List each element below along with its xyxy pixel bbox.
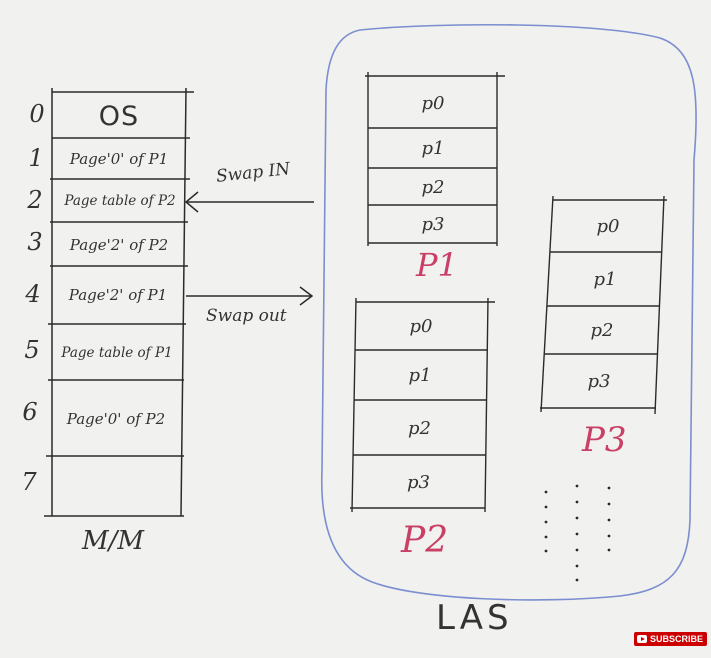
play-icon — [636, 635, 647, 643]
frame-5-content: Page table of P1 — [61, 344, 173, 361]
p1-page-1: p1 — [421, 138, 445, 159]
swap-out-label: Swap out — [206, 306, 287, 326]
frame-index-1: 1 — [28, 144, 44, 172]
swap-in-arrow — [184, 191, 314, 213]
las-boundary — [320, 23, 697, 601]
main-memory-caption: M/M — [82, 526, 145, 556]
p3-label: P3 — [582, 420, 627, 460]
frame-2-content: Page table of P2 — [64, 193, 176, 209]
more-processes-dots — [544, 484, 611, 582]
frame-index-7: 7 — [21, 468, 37, 496]
frame-4-content: Page'2' of P1 — [68, 286, 168, 304]
p3-page-1: p1 — [593, 269, 617, 290]
frame-3-content: Page'2' of P2 — [69, 235, 169, 254]
frame-index-3: 3 — [27, 228, 43, 256]
p2-page-3: p3 — [407, 471, 430, 493]
frame-index-6: 6 — [22, 398, 38, 426]
frame-index-5: 5 — [24, 336, 40, 364]
p3-page-0: p0 — [596, 216, 620, 237]
p1-page-0: p0 — [421, 92, 445, 114]
p2-grid — [350, 297, 495, 513]
subscribe-label: SUBSCRIBE — [649, 634, 703, 644]
frame-1-content: Page'0' of P1 — [69, 150, 169, 168]
p1-grid — [365, 72, 505, 246]
subscribe-button[interactable]: SUBSCRIBE — [633, 632, 707, 646]
p2-page-1: p1 — [408, 365, 432, 386]
swap-out-arrow — [186, 286, 314, 306]
frame-index-0: 0 — [29, 100, 45, 128]
p1-page-3: p3 — [421, 214, 445, 235]
p2-page-0: p0 — [409, 316, 433, 337]
p3-page-2: p2 — [590, 320, 614, 341]
p3-page-3: p3 — [587, 371, 611, 392]
frame-index-2: 2 — [27, 186, 43, 214]
frame-6-content: Page'0' of P2 — [66, 409, 166, 428]
main-memory-grid — [44, 87, 194, 517]
las-label: LAS — [436, 598, 513, 638]
frame-index-4: 4 — [25, 280, 41, 308]
p2-page-2: p2 — [408, 417, 431, 439]
p3-grid — [540, 195, 667, 415]
p1-page-2: p2 — [421, 176, 445, 198]
frame-0-content: OS — [98, 100, 140, 132]
p2-label: P2 — [401, 520, 449, 561]
p1-label: P1 — [416, 246, 458, 284]
frame-7-content — [48, 457, 180, 515]
